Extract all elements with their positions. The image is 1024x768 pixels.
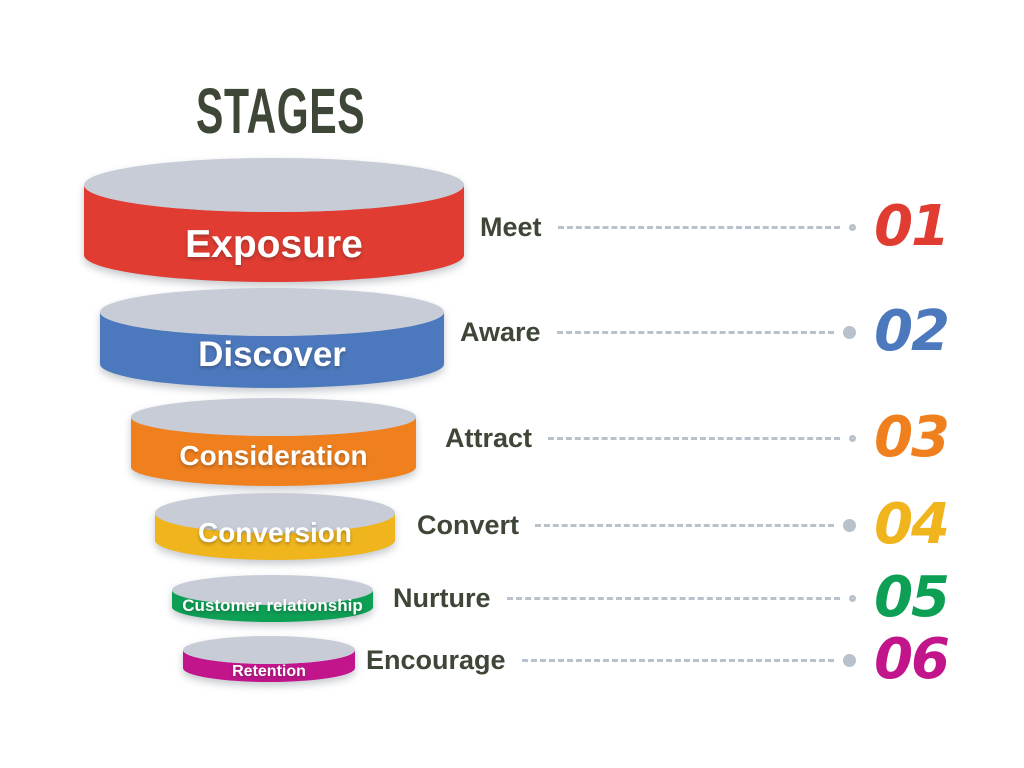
stage-number: 06 [874, 627, 950, 692]
action-label: Nurture [393, 582, 491, 613]
stage-number: 02 [874, 299, 950, 364]
action-label: Convert [417, 509, 520, 540]
funnel-stage-label: Exposure [185, 223, 363, 266]
funnel-stage-label: Consideration [179, 440, 368, 471]
funnel-stage-label: Conversion [197, 517, 353, 548]
stage-number: 01 [874, 194, 950, 259]
funnel-stage-disk-conversion [155, 493, 395, 560]
disk-top [155, 493, 395, 533]
disk-top [131, 398, 416, 436]
connector-line [521, 658, 834, 662]
connector-dot [843, 518, 856, 532]
stage-number: 05 [874, 565, 950, 630]
connector-dot [843, 325, 856, 339]
funnel-stage-disk-exposure [84, 158, 464, 282]
connector-line [557, 225, 840, 229]
disk-body [183, 650, 355, 682]
disk-body [100, 312, 444, 388]
disk-top [84, 158, 464, 212]
connector-line [556, 330, 834, 334]
stage-row-2: Aware 02 [460, 297, 950, 367]
funnel-stage-label: Customer relationship [182, 596, 363, 615]
connector-dot [843, 653, 856, 667]
funnel-stage-disk-discover [100, 288, 444, 388]
stage-row-1: Meet 01 [480, 192, 950, 262]
stage-row-4: Convert 04 [417, 490, 950, 560]
disk-body [172, 590, 373, 622]
disk-body [155, 513, 395, 560]
disk-body [131, 417, 416, 486]
funnel-stage-disk-retention [183, 636, 355, 682]
connector-line [506, 596, 840, 600]
action-label: Meet [480, 211, 542, 242]
funnel-stage-label: Retention [232, 663, 306, 680]
funnel-stage-disk-customer-relationship [172, 575, 373, 622]
stage-row-6: Encourage 06 [366, 625, 950, 695]
disk-top [100, 288, 444, 336]
connector-dot [849, 223, 856, 231]
connector-dot [849, 594, 856, 602]
stage-row-5: Nurture 05 [393, 563, 950, 633]
disk-body [84, 185, 464, 282]
funnel-stage-disk-consideration [131, 398, 416, 486]
stage-row-3: Attract 03 [445, 403, 950, 473]
funnel-stage-label: Discover [198, 335, 346, 374]
connector-line [535, 523, 834, 527]
action-label: Aware [460, 316, 541, 347]
disk-top [172, 575, 373, 605]
connector-dot [849, 434, 856, 442]
page-title: STAGES [196, 75, 366, 147]
stage-number: 03 [874, 405, 950, 470]
stage-number: 04 [874, 492, 950, 557]
disk-top [183, 636, 355, 664]
action-label: Attract [445, 422, 533, 453]
connector-line [548, 436, 840, 440]
action-label: Encourage [366, 644, 506, 675]
